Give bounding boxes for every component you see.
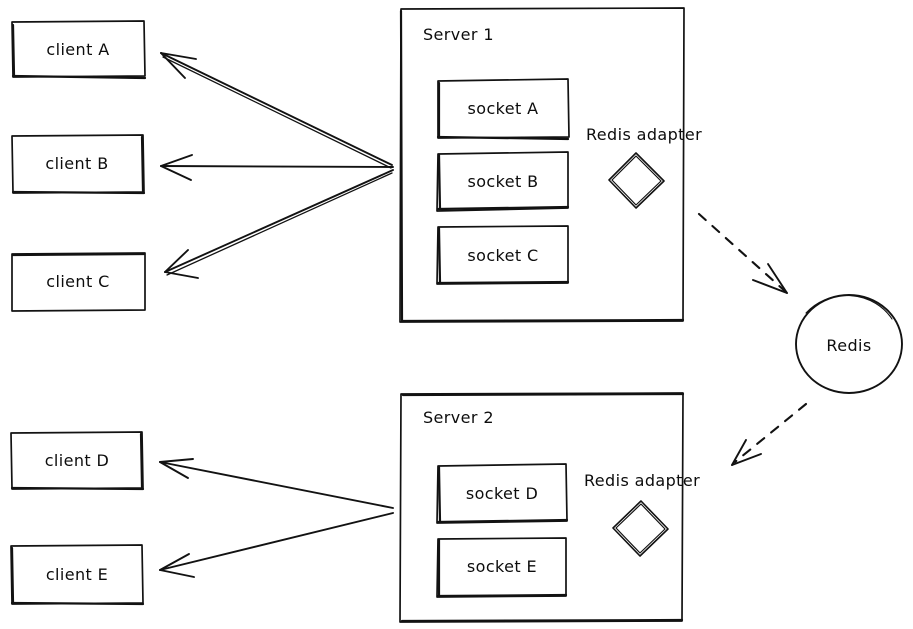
client-d-box-underline: [10, 486, 145, 491]
arrow-server1-to-client-a: [160, 52, 393, 169]
socket-b-label: socket B: [468, 172, 539, 191]
client-c-box-topline: [11, 252, 146, 257]
socket-a-node[interactable]: socket A: [436, 78, 570, 141]
client-b-node[interactable]: client B: [11, 134, 146, 195]
client-d-label: client D: [45, 451, 110, 470]
server-2-box-topline: [401, 392, 685, 397]
arrow-redis-to-server2: [731, 402, 808, 466]
server-1-label: Server 1: [423, 25, 494, 44]
client-d-box-rightline: [139, 432, 144, 489]
server-2-box-underline: [400, 618, 684, 623]
socket-b-node[interactable]: socket B: [436, 151, 570, 212]
socket-b-box-leftline: [437, 153, 442, 211]
client-c-node[interactable]: client C: [11, 252, 146, 312]
server-1-box-leftline: [399, 9, 404, 322]
client-b-box-underline: [11, 190, 146, 195]
redis-label: Redis: [826, 336, 871, 355]
socket-e-label: socket E: [467, 557, 537, 576]
redis-circle-overstroke: [805, 294, 893, 320]
arrow-server1-to-redis: [697, 212, 788, 294]
server-2-adapter-diamond-inner-icon: [615, 503, 666, 554]
socket-c-node[interactable]: socket C: [436, 225, 570, 285]
arrow-server2-to-client-e: [159, 512, 394, 578]
socket-d-label: socket D: [466, 484, 538, 503]
redis-node[interactable]: Redis: [795, 294, 903, 394]
server-2-label: Server 2: [423, 408, 494, 427]
socket-b-box-underline: [436, 205, 570, 211]
client-a-node[interactable]: client A: [11, 20, 147, 80]
socket-c-box-leftline: [437, 226, 442, 284]
socket-d-box-leftline: [437, 465, 442, 523]
client-a-box-underline: [11, 74, 147, 80]
socket-d-box-underline: [436, 518, 569, 524]
server-1-adapter-label: Redis adapter: [586, 125, 702, 144]
socket-a-box-underline: [436, 135, 570, 141]
socket-d-node[interactable]: socket D: [436, 463, 569, 524]
socket-c-label: socket C: [467, 246, 538, 265]
socket-e-node[interactable]: socket E: [436, 537, 568, 598]
arrow-server2-to-client-d: [159, 458, 394, 509]
client-e-label: client E: [46, 565, 108, 584]
socket-c-box-underline: [436, 280, 570, 285]
client-b-box-rightline: [140, 135, 145, 193]
client-e-box-underline: [10, 601, 145, 606]
client-a-box-leftline: [11, 23, 16, 77]
client-c-label: client C: [46, 272, 109, 291]
server-2-adapter-label: Redis adapter: [584, 471, 700, 490]
server-1-adapter-diamond-icon: [608, 152, 665, 209]
server-1-box-underline: [400, 318, 685, 323]
socket-a-label: socket A: [468, 99, 539, 118]
server-1-redis-adapter[interactable]: Redis adapter: [586, 125, 702, 209]
arrow-server1-to-client-c: [164, 169, 394, 279]
server-2-redis-adapter[interactable]: Redis adapter: [584, 471, 700, 557]
server-1-adapter-diamond-inner-icon: [611, 155, 662, 206]
client-b-label: client B: [45, 154, 108, 173]
client-a-label: client A: [46, 40, 109, 59]
client-e-box-leftline: [10, 546, 15, 604]
server-2-adapter-diamond-icon: [612, 500, 669, 557]
client-d-node[interactable]: client D: [10, 431, 145, 491]
arrow-server1-to-client-b: [160, 154, 394, 181]
client-e-node[interactable]: client E: [10, 544, 145, 606]
socket-e-box-underline: [436, 593, 568, 598]
